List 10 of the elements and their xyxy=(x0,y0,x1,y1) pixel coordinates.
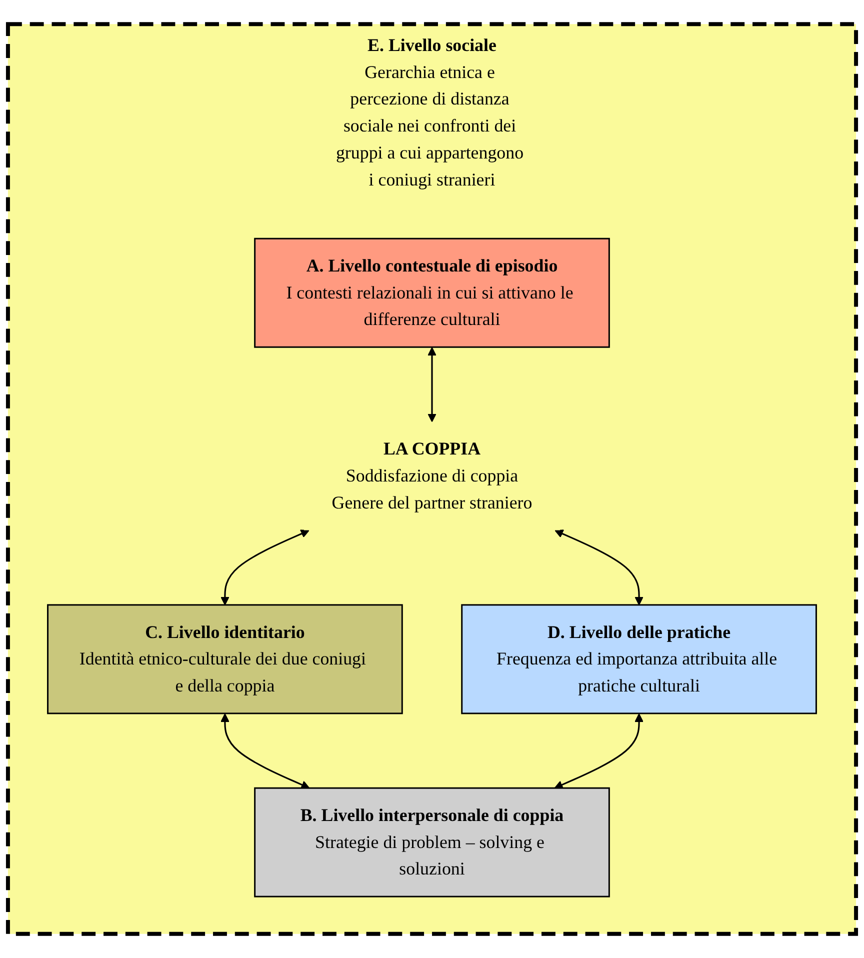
arrow xyxy=(220,713,310,789)
node-box: C. Livello identitario Identità etnico-culturale dei due coniugi e della coppia xyxy=(47,604,403,714)
arrow xyxy=(220,530,310,606)
node-text: LA COPPIA Soddisfazione di coppia Genere del partner straniero xyxy=(332,438,532,512)
node-box: D. Livello delle pratiche Frequenza ed importanza attribuita alle pratiche culturali xyxy=(461,604,817,714)
arrow xyxy=(554,530,644,606)
arrow xyxy=(428,347,436,422)
node-box: B. Livello interpersonale di coppia Strategie di problem – solving e soluzioni xyxy=(254,787,610,898)
arrow xyxy=(554,713,644,789)
node-box: A. Livello contestuale di episodio I contesti relazionali in cui si attivano le differenze culturali xyxy=(254,238,610,348)
